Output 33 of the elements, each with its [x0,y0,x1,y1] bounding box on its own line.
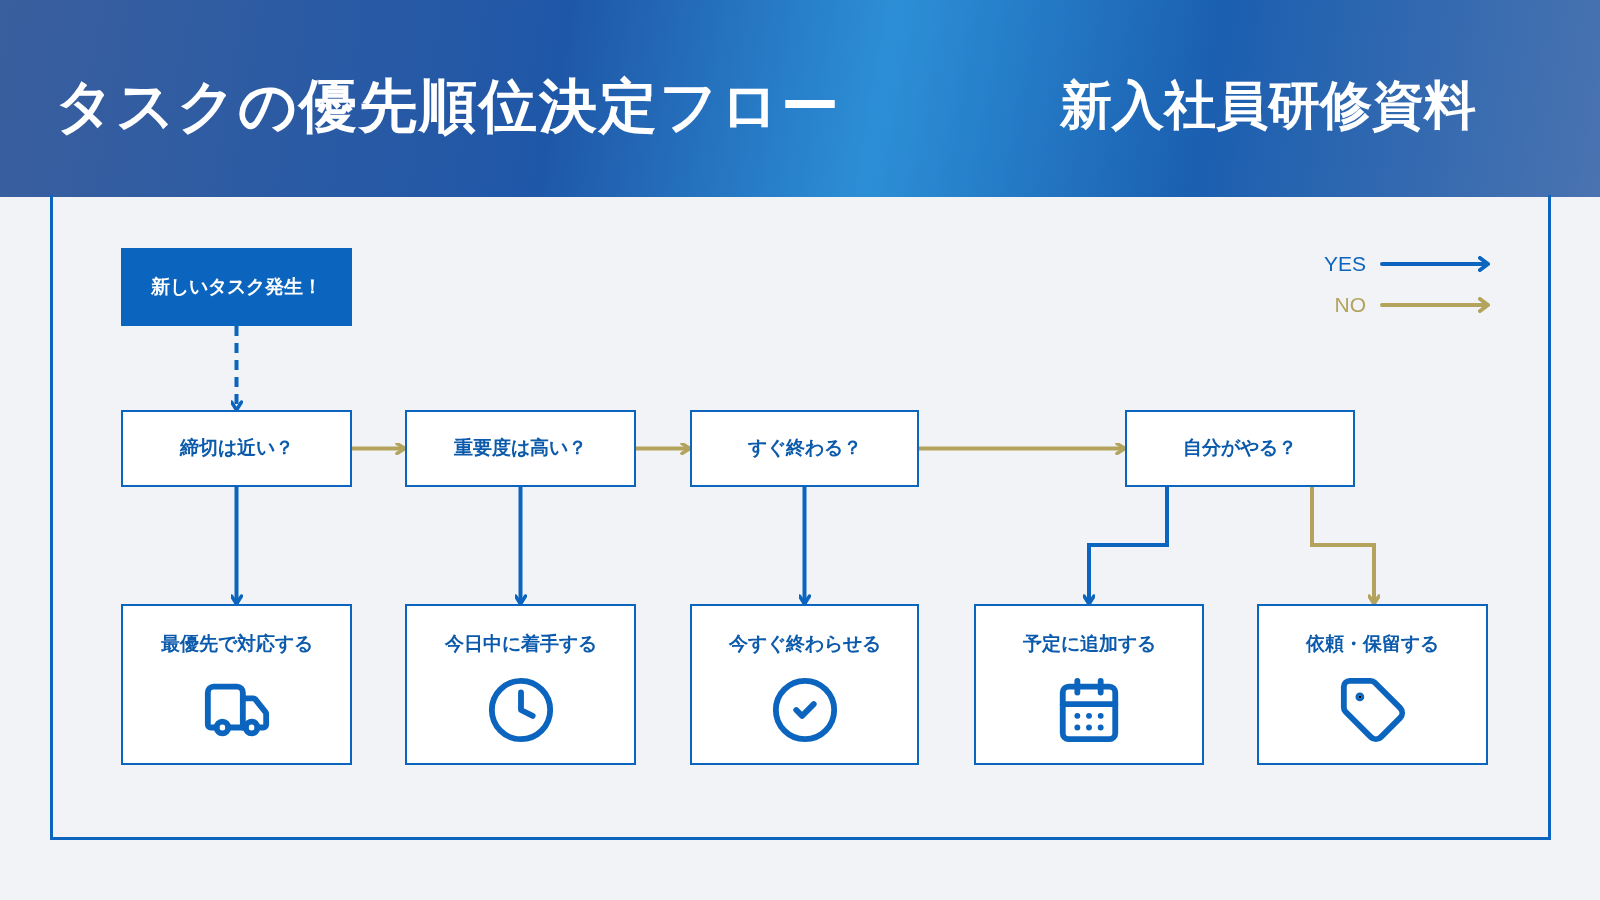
action-box [405,604,636,765]
arrow [919,441,1127,456]
node-label: 新しいタスク発生！ [151,274,322,299]
decision-box [1125,410,1355,487]
start-box [121,248,352,326]
node-label: 今日中に着手する [444,632,597,656]
node-label: 重要度は高い？ [454,436,587,461]
action-box [974,604,1204,765]
node-label: すぐ終わる？ [747,436,862,461]
node-label: 今すぐ終わらせる [728,632,881,656]
legend-label: YES [1322,251,1366,277]
arrow [1310,487,1381,606]
legend-label: NO [1333,292,1366,318]
action-box [1257,604,1488,765]
arrow [352,441,407,456]
decision-box [405,410,636,487]
node-label: 締切は近い？ [179,436,294,461]
decision-box [121,410,352,487]
action-box [121,604,352,765]
arrow [513,487,528,606]
arrow [636,441,692,456]
arrow [229,326,244,412]
arrow [1082,487,1169,606]
node-label: 予定に追加する [1022,632,1156,656]
node-label: 依頼・保留する [1306,632,1439,656]
arrow [797,487,812,606]
node-label: 最優先で対応する [160,632,313,656]
node-label: 自分がやる？ [1183,436,1297,461]
action-box [690,604,919,765]
subtitle: 新入社員研修資料 [1060,75,1476,136]
decision-box [690,410,919,487]
title: タスクの優先順位決定フロー [55,72,841,140]
arrow [229,487,244,606]
